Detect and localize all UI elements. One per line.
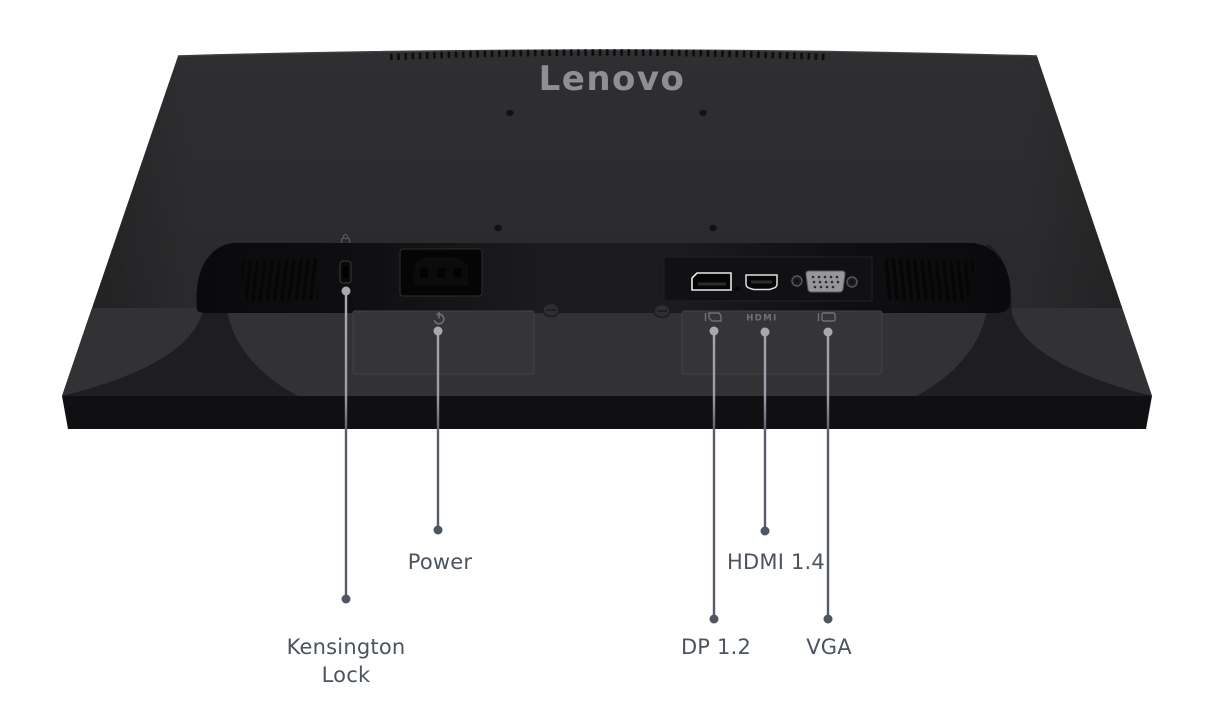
power-inlet: [399, 248, 483, 297]
power-icon: [433, 312, 445, 325]
vga-port: [791, 270, 858, 293]
vesa-mount-hole: [699, 109, 707, 117]
callout-dot-hdmi-top: [760, 327, 770, 337]
callout-dot-kensington-bottom: [341, 594, 351, 604]
callout-top-dots: [341, 286, 833, 337]
label-power: Power: [407, 550, 473, 574]
callout-dot-dp-bottom: [709, 614, 719, 624]
callout-dot-vga-top: [823, 327, 833, 337]
hdmi-port: [745, 274, 778, 291]
vesa-mount-hole: [506, 109, 514, 117]
displayport-port: [691, 272, 732, 291]
vga-icon: [817, 312, 836, 322]
top-vent-strip: [389, 49, 827, 61]
callout-dot-vga-bottom: [823, 614, 833, 624]
stand-mount-outline-left: [352, 310, 535, 375]
label-dp: DP 1.2: [680, 635, 752, 659]
label-hdmi: HDMI 1.4: [727, 550, 825, 574]
left-corner-wing-shadow: [62, 244, 298, 396]
vesa-mount-hole: [494, 224, 502, 232]
label-kensington-lock: Kensington Lock: [286, 635, 406, 687]
callout-bottom-dots: [341, 525, 833, 624]
kensington-lock-slot: [339, 260, 352, 284]
dp-icon: [704, 312, 722, 322]
callout-dot-power-top: [433, 326, 443, 336]
callout-dot-hdmi-bottom: [760, 526, 770, 536]
callout-dot-kensington-top: [341, 286, 351, 296]
vesa-mount-holes: [494, 109, 717, 232]
vent-grille-right: [885, 258, 975, 302]
right-corner-wing-shadow: [916, 244, 1152, 396]
panel-screw-right: [653, 303, 671, 319]
callout-dot-power-bottom: [433, 525, 443, 535]
vesa-mount-hole: [709, 224, 717, 232]
callout-lines: [344, 291, 830, 619]
lenovo-logo: Lenovo: [539, 59, 686, 99]
service-slot: [734, 287, 740, 291]
panel-screw-left: [542, 302, 560, 318]
label-vga: VGA: [806, 635, 852, 659]
stand-mount-outline-right: [681, 310, 883, 375]
front-bezel-bottom-band: [62, 396, 1152, 429]
callout-dot-dp-top: [709, 326, 719, 336]
vent-grille-left: [240, 258, 318, 302]
hdmi-icon-label: HDMI: [746, 314, 777, 324]
